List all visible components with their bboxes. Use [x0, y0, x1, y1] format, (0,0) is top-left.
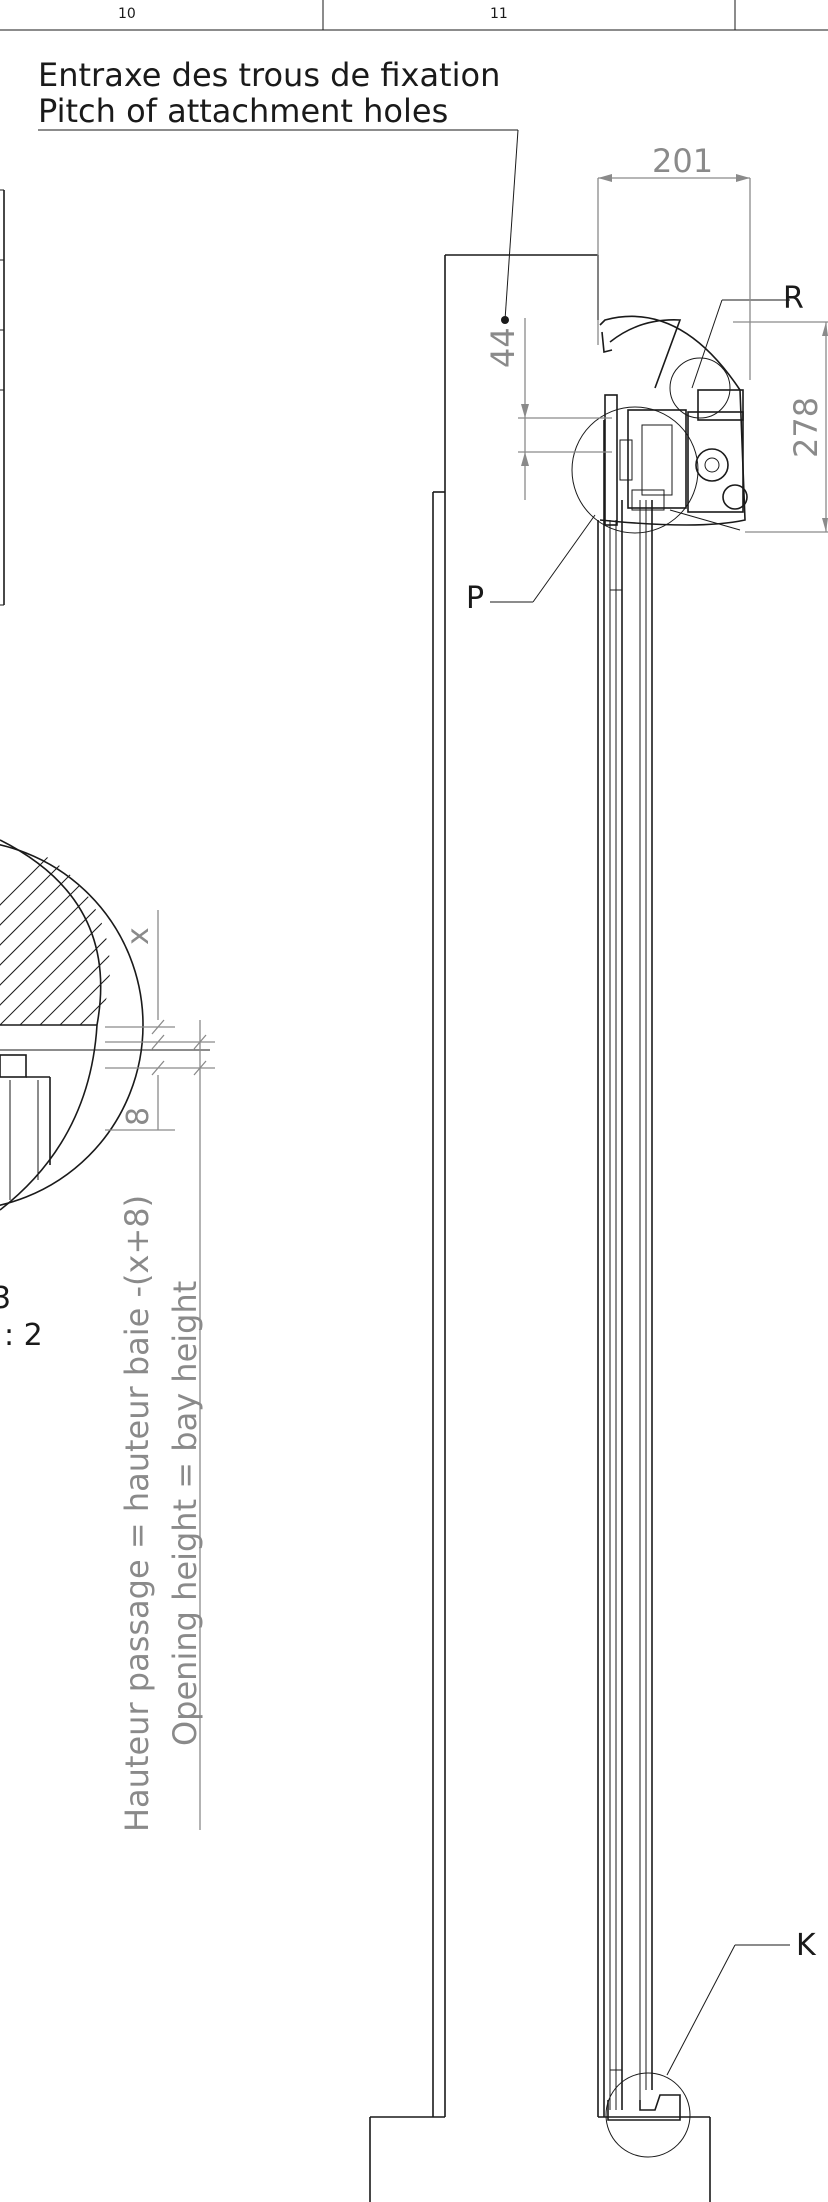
guide-rails: [603, 420, 653, 2117]
main-section-outline: [369, 254, 711, 2202]
height-note-en: Opening height = bay height: [166, 1281, 204, 1746]
dim-44: 44: [484, 318, 612, 500]
x-8-dimensions: x 8: [105, 910, 215, 1830]
dim-278: 278: [733, 321, 828, 533]
left-partial-view: [0, 189, 5, 606]
dim-x-label: x: [121, 927, 156, 945]
detail-label-r: R: [783, 281, 804, 316]
dim-278-label: 278: [787, 397, 825, 458]
dim-201: 201: [597, 142, 751, 380]
dim-8-label: 8: [121, 1107, 156, 1126]
partial-detail-line1: 3: [0, 1281, 11, 1316]
pitch-callout-dot: [501, 316, 509, 324]
title-col-11: 11: [490, 6, 508, 22]
detail-label-p: P: [466, 581, 484, 616]
partial-detail-line2: : 2: [4, 1318, 43, 1353]
title-block: 10 11: [0, 0, 828, 31]
roller-box: [571, 299, 790, 534]
pitch-callout: Entraxe des trous de fixation Pitch of a…: [38, 56, 519, 324]
detail-markers: R P K: [466, 281, 817, 2158]
height-note-fr: Hauteur passage = hauteur baie -(x+8): [118, 1195, 156, 1832]
opening-height-note: Hauteur passage = hauteur baie -(x+8) Op…: [118, 1195, 204, 1832]
pitch-callout-en: Pitch of attachment holes: [38, 92, 448, 130]
detail-label-k: K: [796, 1928, 817, 1963]
title-col-10: 10: [118, 6, 136, 22]
dim-201-label: 201: [652, 142, 713, 180]
pitch-callout-fr: Entraxe des trous de fixation: [38, 56, 500, 94]
dim-44-label: 44: [484, 327, 522, 368]
